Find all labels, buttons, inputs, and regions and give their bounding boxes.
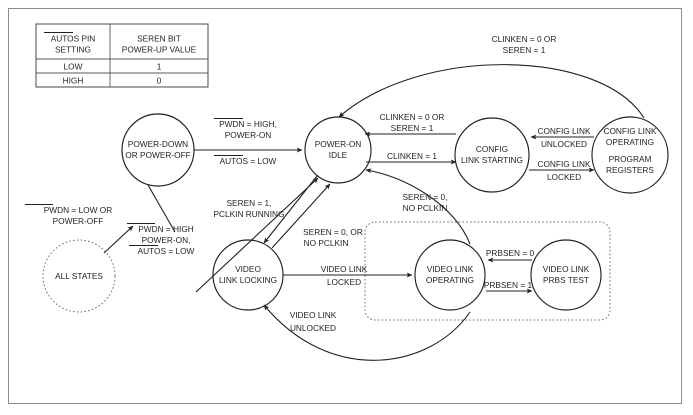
label-group-to-vll-line2: UNLOCKED: [290, 323, 336, 333]
state-video-link-operating-label-line1: VIDEO LINK: [427, 264, 474, 274]
edge-config-link-operating-to-power-on-idle: [338, 64, 645, 119]
state-power-down-label-line2: OR POWER-OFF: [125, 150, 190, 160]
edge-label-power-down-to-power-on-idle: PWDN = HIGH, POWER-ON AUTOS = LOW: [214, 118, 277, 166]
edge-label-all-to-power-down: PWDN = LOW OR POWER-OFF: [25, 204, 112, 226]
label-poi-to-cls: CLINKEN = 1: [387, 151, 437, 161]
edge-label-video-link-locked: VIDEO LINK LOCKED: [321, 264, 368, 287]
state-config-link-operating-label-line1: CONFIG LINK: [603, 126, 656, 136]
label-clo-to-cls-line1: CONFIG LINK: [537, 126, 590, 136]
label-all-to-poi-line2: POWER-ON,: [142, 235, 191, 245]
label-clo-to-cls-line2: UNLOCKED: [541, 139, 587, 149]
state-power-down[interactable]: [121, 113, 195, 187]
table-row-0-setting: LOW: [64, 62, 83, 72]
label-pd-to-poi-line2: POWER-ON: [225, 130, 272, 140]
label-cls-to-clo-line2: LOCKED: [547, 172, 581, 182]
state-config-link-operating-label-line2: OPERATING: [606, 137, 654, 147]
state-config-link-starting-label-line1: CONFIG: [476, 144, 508, 154]
label-prbsen-0: PRBSEN = 0: [486, 248, 535, 258]
label-vll-to-vlo-line2: LOCKED: [327, 277, 361, 287]
state-video-link-locking-label-line1: VIDEO: [235, 264, 261, 274]
state-video-link-locking[interactable]: [212, 239, 284, 311]
edge-power-down-leg: [147, 184, 176, 233]
table-header-col1-line2: SETTING: [55, 45, 91, 55]
edge-label-config-link-locked: CONFIG LINK LOCKED: [537, 159, 590, 182]
label-vll-to-poi-line2: NO PCLKIN: [304, 238, 349, 248]
state-config-link-operating-label-line4: REGISTERS: [606, 165, 654, 175]
edge-all-states-to-power-down: [103, 225, 134, 254]
edge-all-states-to-power-on-idle: [195, 177, 319, 293]
state-video-link-prbs-test[interactable]: [530, 239, 602, 311]
table-header-col2-line1: SEREN BIT: [137, 34, 181, 44]
state-config-link-starting-label-line2: LINK STARTING: [461, 155, 523, 165]
label-prbsen-1: PRBSEN = 1: [484, 280, 533, 290]
label-cls-to-poi-line2: SEREN = 1: [391, 123, 434, 133]
state-power-on-idle-label-line1: POWER-ON: [315, 139, 362, 149]
edge-label-video-link-operating-to-power-on-idle: SEREN = 0, NO PCLKIN: [403, 192, 448, 213]
edge-label-video-link-unlocked: VIDEO LINK UNLOCKED: [290, 310, 337, 333]
edge-label-config-link-operating-to-power-on-idle: CLINKEN = 0 OR SEREN = 1: [492, 34, 557, 55]
edge-label-video-link-locking-to-power-on-idle: SEREN = 0, OR NO PCLKIN: [303, 227, 363, 248]
state-power-on-idle[interactable]: [304, 116, 372, 184]
label-all-to-pd-line1: PWDN = LOW OR: [44, 205, 112, 215]
edge-video-link-group-to-video-link-locking: [263, 304, 471, 361]
label-cls-to-clo-line1: CONFIG LINK: [537, 159, 590, 169]
edge-label-power-down-to-video-link-locking: SEREN = 1, PCLKIN RUNNING: [214, 198, 285, 219]
state-video-link-locking-label-line2: LINK LOCKING: [219, 275, 277, 285]
label-pd-to-poi-line1: PWDN = HIGH,: [219, 119, 277, 129]
label-cls-to-poi-line1: CLINKEN = 0 OR: [380, 112, 445, 122]
table-header-col2-line2: POWER-UP VALUE: [122, 45, 197, 55]
label-clo-to-poi-line2: SEREN = 1: [503, 45, 546, 55]
state-config-link-operating-label-line3: PROGRAM: [609, 154, 652, 164]
label-all-to-pd-line2: POWER-OFF: [53, 216, 104, 226]
edge-video-link-locking-to-power-on-idle: [271, 183, 331, 249]
state-all-states[interactable]: [42, 239, 116, 313]
label-vlo-to-poi-line2: NO PCLKIN: [403, 203, 448, 213]
label-group-to-vll-line1: VIDEO LINK: [290, 310, 337, 320]
state-video-link-prbs-test-label-line1: VIDEO LINK: [543, 264, 590, 274]
edge-label-all-to-power-on-idle: PWDN = HIGH POWER-ON, AUTOS = LOW: [127, 223, 195, 256]
edge-video-link-operating-to-power-on-idle: [365, 168, 471, 245]
label-all-to-poi-line3: AUTOS = LOW: [138, 246, 195, 256]
state-config-link-starting[interactable]: [454, 117, 530, 193]
state-video-link-operating[interactable]: [414, 239, 486, 311]
edge-label-config-link-starting-to-power-on-idle: CLINKEN = 0 OR SEREN = 1: [380, 112, 445, 133]
label-pd-to-poi-line3: AUTOS = LOW: [220, 156, 277, 166]
autos-seren-table: AUTOS PIN SETTING SEREN BIT POWER-UP VAL…: [35, 23, 209, 88]
table-row-1-value: 0: [157, 76, 162, 86]
state-config-link-operating[interactable]: [591, 116, 669, 194]
label-vll-to-poi-line1: SEREN = 0, OR: [303, 227, 363, 237]
label-all-to-poi-line1: PWDN = HIGH: [138, 224, 194, 234]
edge-label-config-link-unlocked: CONFIG LINK UNLOCKED: [537, 126, 590, 149]
label-pd-to-vll-line2: PCLKIN RUNNING: [214, 209, 285, 219]
diagram-border: [8, 8, 682, 404]
state-video-link-prbs-test-label-line2: PRBS TEST: [543, 275, 589, 285]
table-header-col1-line1: AUTOS PIN: [51, 34, 96, 44]
state-all-states-label: ALL STATES: [55, 271, 103, 281]
table-row-0-value: 1: [157, 62, 162, 72]
label-vll-to-vlo-line1: VIDEO LINK: [321, 264, 368, 274]
state-power-on-idle-label-line2: IDLE: [329, 150, 348, 160]
label-clo-to-poi-line1: CLINKEN = 0 OR: [492, 34, 557, 44]
table-row-1-setting: HIGH: [63, 76, 84, 86]
state-video-link-operating-label-line2: OPERATING: [426, 275, 474, 285]
label-pd-to-vll-line1: SEREN = 1,: [227, 198, 272, 208]
label-vlo-to-poi-line1: SEREN = 0,: [403, 192, 448, 202]
edge-power-on-idle-to-video-link-locking: [263, 175, 318, 244]
state-power-down-label-line1: POWER-DOWN: [128, 139, 188, 149]
